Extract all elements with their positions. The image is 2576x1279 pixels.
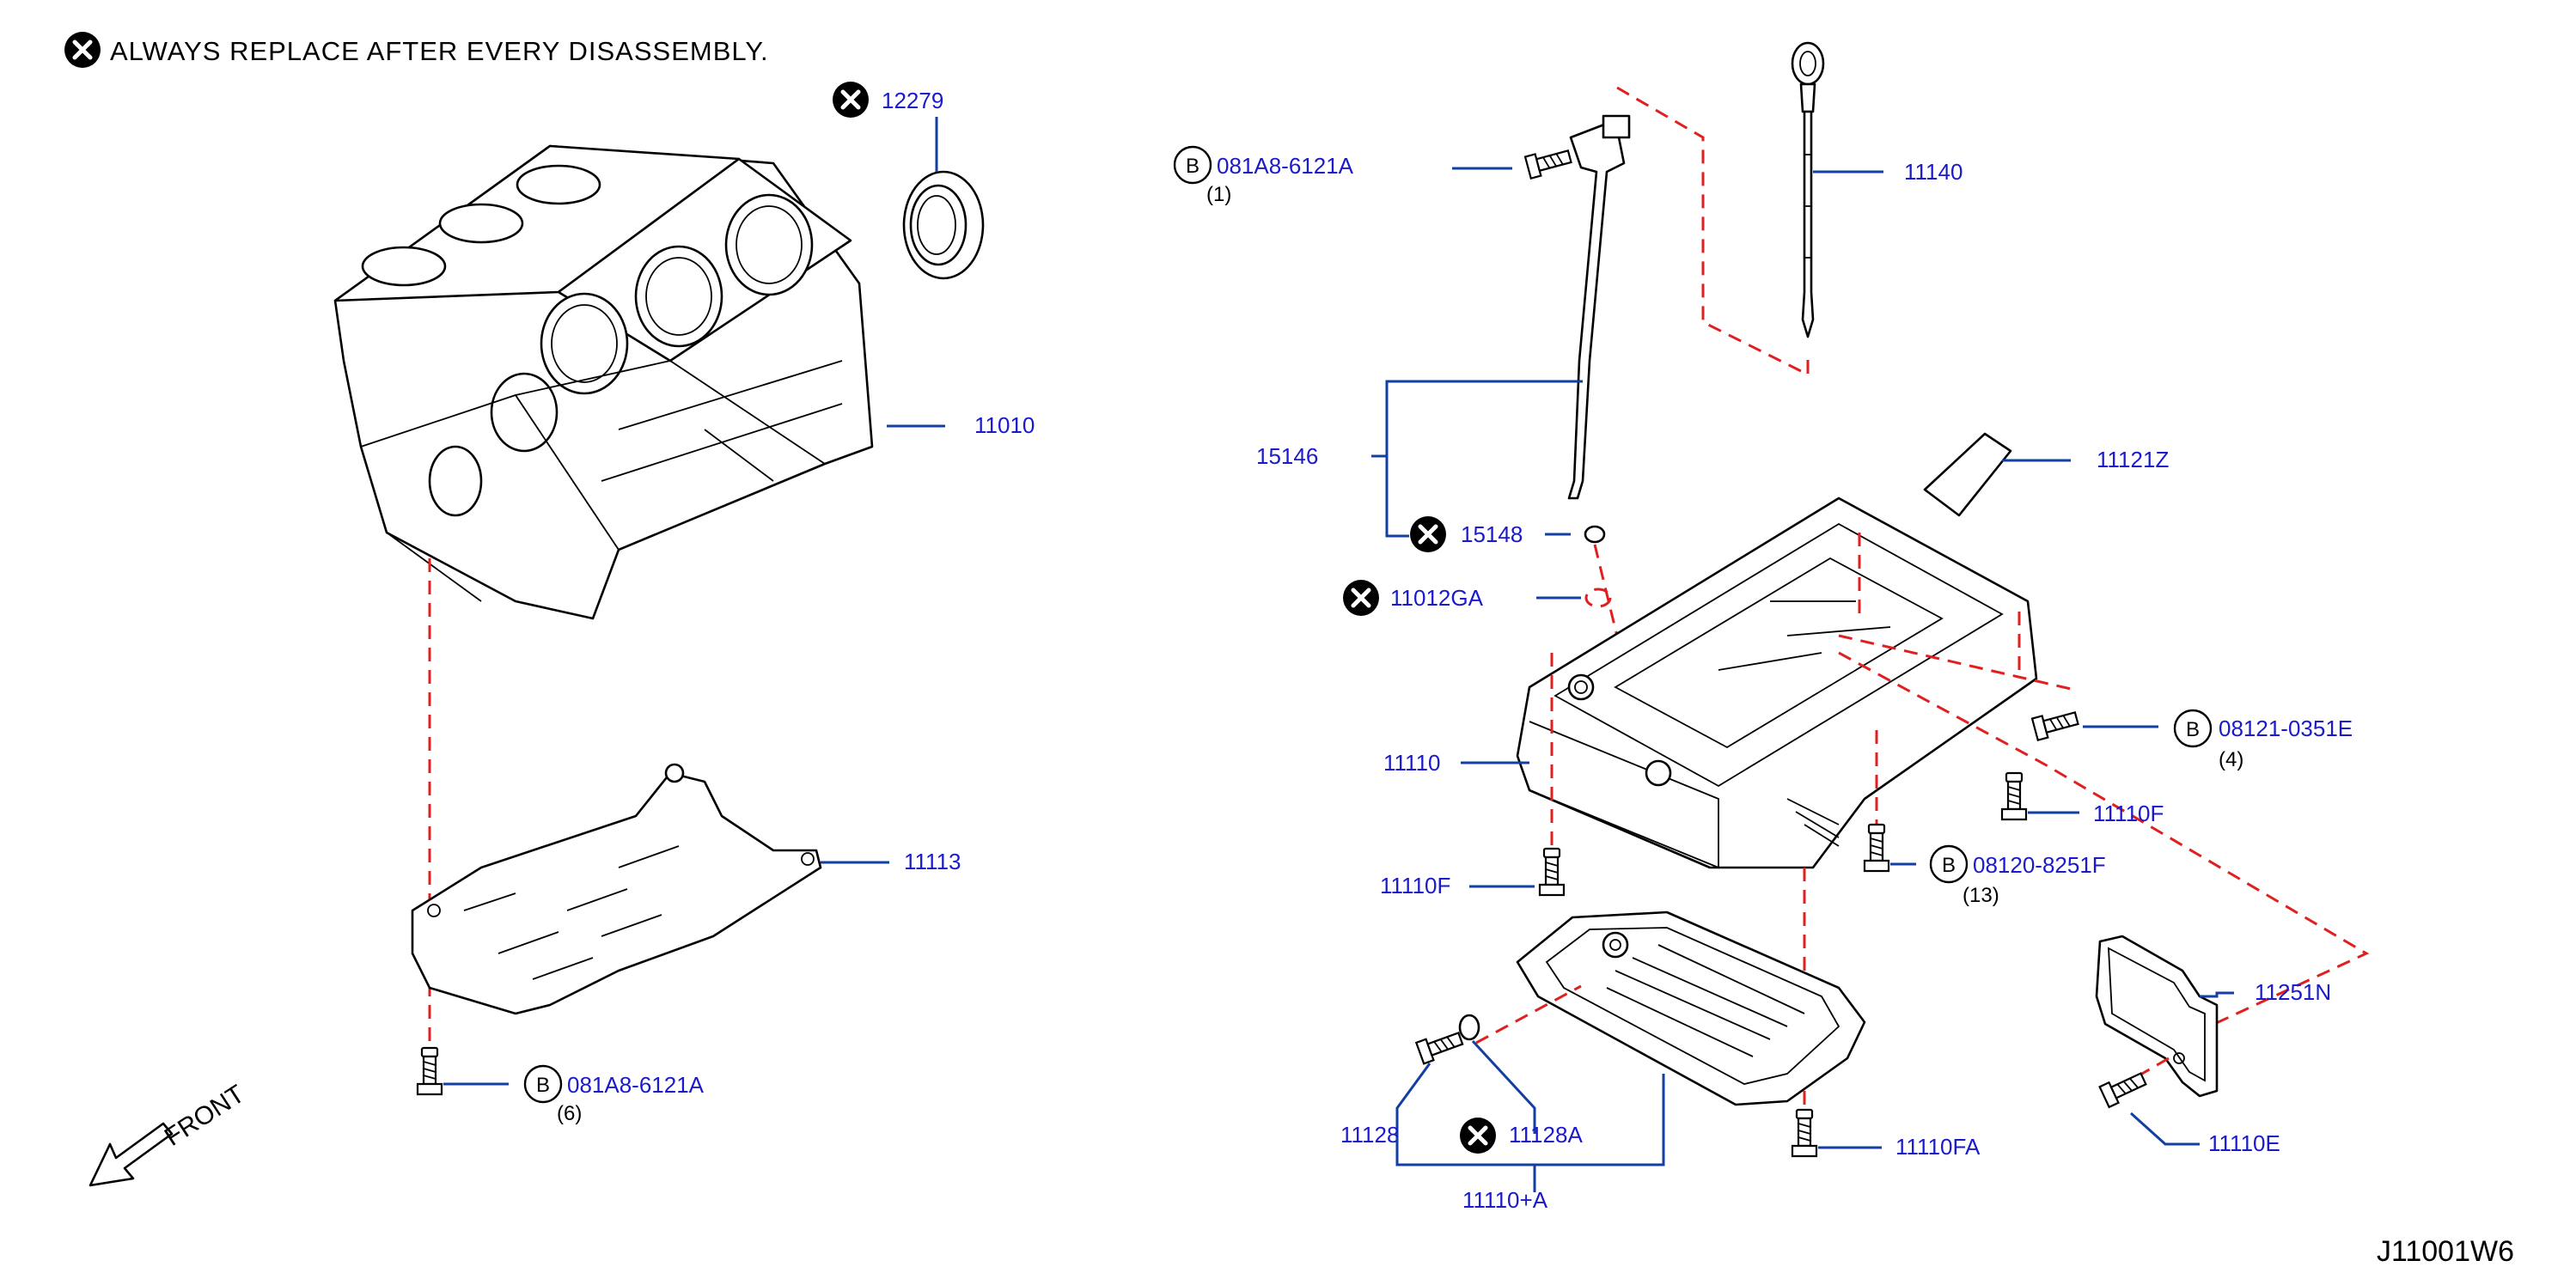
callout-11121Z: 11121Z: [2002, 447, 2169, 472]
callout-08121-0351E: B 08121-0351E (4): [2083, 709, 2353, 771]
figure-id: J11001W6: [2377, 1235, 2514, 1268]
dashed-line-guide-to-gauge: [1616, 86, 1810, 377]
callout-11128A: 11128A: [1460, 1039, 1583, 1154]
callout-label: 11110E: [2208, 1130, 2280, 1156]
bolt-11110F-right: [2000, 771, 2028, 821]
oil-pan-upper-drawing: [1516, 432, 2038, 869]
callout-11110FA: 11110FA: [1818, 1134, 1981, 1160]
x-circle-icon: [1410, 516, 1446, 552]
x-circle-icon: [1460, 1118, 1496, 1154]
callout-label: 11010: [974, 412, 1035, 438]
replace-notice: ALWAYS REPLACE AFTER EVERY DISASSEMBLY.: [64, 32, 769, 68]
callout-label: 08120-8251F: [1973, 852, 2106, 878]
callout-081A8-6121A-upper: B 081A8-6121A (1): [1173, 145, 1512, 206]
dashed-lines-pan: [1838, 533, 2370, 1032]
bolt-11110F-left: [1538, 847, 1566, 897]
callout-qty: (4): [2219, 748, 2243, 771]
callout-label: 11012GA: [1390, 585, 1484, 611]
front-label: FRONT: [160, 1080, 250, 1152]
callout-label: 081A8-6121A: [1217, 153, 1354, 179]
callout-08120-8251F: B 08120-8251F (13): [1890, 844, 2106, 907]
bolt-marker-letter: B: [1186, 155, 1199, 178]
o-ring-drawing: [1584, 525, 1606, 544]
callout-11110F-left: 11110F: [1380, 873, 1535, 898]
o-ring-dashed: [1584, 588, 1612, 608]
callout-11128: 11128: [1340, 1063, 1431, 1148]
callout-11251N: 11251N: [2200, 979, 2331, 1005]
bolt-11110FA: [1791, 1108, 1818, 1158]
callout-11012GA: 11012GA: [1343, 580, 1612, 616]
callout-label: 11140: [1904, 159, 1963, 185]
bolt-marker-letter: B: [2186, 718, 2200, 741]
bolt-marker-letter: B: [536, 1074, 550, 1097]
callout-11110E: 11110E: [2129, 1112, 2280, 1156]
callout-label: 11113: [904, 849, 961, 874]
callout-11010: 11010: [887, 412, 1035, 438]
callout-label: 15148: [1461, 521, 1523, 547]
callout-11110+A: 11110+A: [1395, 1074, 1665, 1213]
callout-label: 11110: [1383, 750, 1441, 776]
callout-15148: 15148: [1410, 516, 1606, 552]
drain-plug-drawing: [1415, 1014, 1480, 1065]
bolt-08120-8251F: [1863, 823, 1890, 873]
cover-11251N-drawing: [2095, 935, 2219, 1098]
callout-label: 11251N: [2255, 979, 2331, 1005]
callout-11110F-right: 11110F: [2028, 801, 2164, 826]
bolt-11110E: [2098, 1068, 2150, 1108]
callout-label: 11121Z: [2097, 447, 2169, 472]
cylinder-block-drawing: [333, 144, 874, 620]
bolt-08121-0351E: [2030, 706, 2081, 741]
oil-pan-lower-drawing: [1516, 911, 1866, 1106]
callout-label: 11110+A: [1462, 1187, 1548, 1213]
bolt-lower-left: [416, 1046, 443, 1096]
callout-11140: 11140: [1813, 159, 1963, 185]
callout-label: 12279: [882, 88, 943, 113]
callout-qty: (13): [1963, 884, 1999, 907]
callout-qty: (1): [1206, 183, 1231, 206]
callout-081A8-6121A-lower: B 081A8-6121A (6): [443, 1064, 705, 1125]
callout-label: 11110FA: [1895, 1134, 1981, 1160]
oil-seal-drawing: [902, 170, 985, 280]
x-circle-icon: [64, 32, 101, 68]
callout-15146: 15146: [1256, 380, 1583, 538]
baffle-plate-drawing: [411, 763, 822, 1015]
callout-label: 081A8-6121A: [567, 1072, 705, 1098]
callout-label: 11110F: [2093, 801, 2164, 826]
callout-11113: 11113: [821, 849, 961, 874]
callout-label: 08121-0351E: [2219, 716, 2353, 741]
x-circle-icon: [833, 82, 869, 118]
callout-qty: (6): [557, 1102, 582, 1125]
gauge-guide-drawing: [1567, 114, 1631, 500]
bolt-marker-letter: B: [1942, 854, 1956, 877]
bolt-guide-tube: [1523, 144, 1574, 180]
callout-label: 11128A: [1509, 1122, 1583, 1148]
callout-11110: 11110: [1383, 750, 1529, 776]
callout-label: 15146: [1256, 443, 1318, 469]
callout-label: 11110F: [1380, 873, 1450, 898]
front-arrow-icon: FRONT: [89, 1080, 250, 1187]
notice-text: ALWAYS REPLACE AFTER EVERY DISASSEMBLY.: [110, 36, 769, 66]
callout-12279: 12279: [833, 82, 943, 172]
oil-gauge-drawing: [1791, 41, 1825, 338]
dashed-line-drain-plug: [1475, 984, 1582, 1045]
callout-label: 11128: [1340, 1122, 1399, 1148]
x-circle-icon: [1343, 580, 1379, 616]
